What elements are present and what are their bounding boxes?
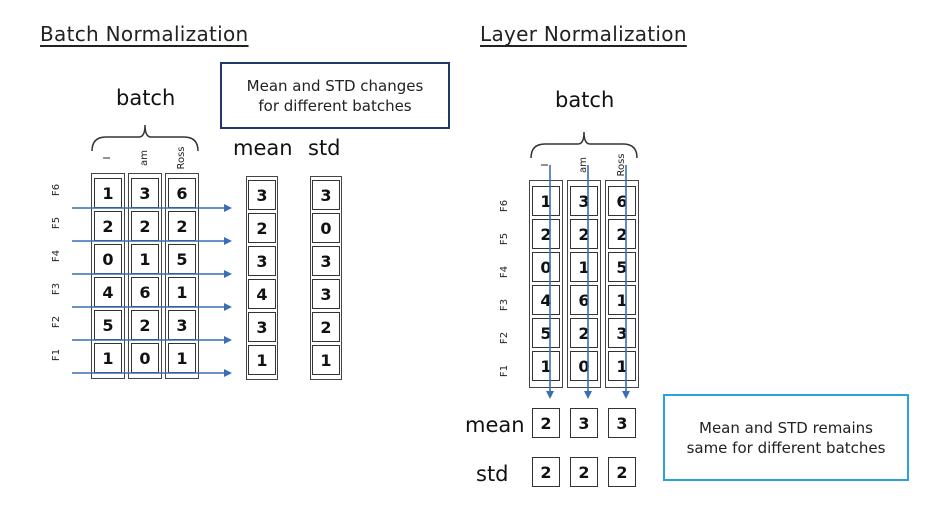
batch-norm-note-line2: for different batches — [258, 96, 412, 115]
layer-norm-note-line2: same for different batches — [686, 438, 886, 457]
ln-cell: 1 — [570, 252, 598, 282]
layer-norm-std-label: std — [476, 462, 509, 486]
ln-cell: 5 — [608, 252, 636, 282]
layer-norm-batch-label: batch — [555, 88, 615, 112]
ln-column-label: Ross — [616, 153, 627, 177]
bn-column-label: am — [139, 150, 150, 166]
ln-std-cell: 2 — [532, 457, 560, 487]
bn-cell: 5 — [94, 310, 122, 340]
ln-cell: 2 — [570, 318, 598, 348]
bn-arrow-head — [224, 336, 232, 344]
layer-norm-mean-label: mean — [465, 413, 525, 437]
ln-column-label: am — [578, 157, 589, 173]
bn-cell: 0 — [94, 244, 122, 274]
bn-mean-cell: 4 — [248, 279, 276, 309]
batch-norm-batch-label: batch — [116, 86, 176, 110]
bn-mean-cell: 1 — [248, 345, 276, 375]
bn-arrow-head — [224, 270, 232, 278]
bn-column-label: I — [102, 156, 113, 160]
layer-norm-note: Mean and STD remains same for different … — [663, 394, 909, 481]
bn-arrow-head — [224, 237, 232, 245]
ln-cell: 1 — [532, 351, 560, 381]
bn-column-label: Ross — [176, 146, 187, 170]
ln-cell: 3 — [608, 318, 636, 348]
bn-mean-cell: 3 — [248, 312, 276, 342]
bn-cell: 5 — [168, 244, 196, 274]
ln-mean-cell: 2 — [532, 408, 560, 438]
bn-cell: 2 — [131, 211, 159, 241]
ln-cell: 1 — [608, 285, 636, 315]
bn-mean-cell: 2 — [248, 213, 276, 243]
ln-cell: 6 — [608, 186, 636, 216]
bn-mean-cell: 3 — [248, 246, 276, 276]
bn-cell: 1 — [94, 343, 122, 373]
bn-arrow-head — [224, 204, 232, 212]
ln-cell: 2 — [608, 219, 636, 249]
batch-norm-mean-label: mean — [233, 136, 293, 160]
bn-cell: 1 — [168, 277, 196, 307]
ln-cell: 5 — [532, 318, 560, 348]
ln-cell: 1 — [532, 186, 560, 216]
batch-norm-title: Batch Normalization — [40, 22, 249, 46]
ln-cell: 2 — [570, 219, 598, 249]
ln-cell: 6 — [570, 285, 598, 315]
ln-mean-cell: 3 — [570, 408, 598, 438]
ln-arrow-head — [546, 391, 554, 399]
ln-cell: 0 — [570, 351, 598, 381]
ln-cell: 4 — [532, 285, 560, 315]
bn-std-cell: 3 — [312, 246, 340, 276]
ln-cell: 0 — [532, 252, 560, 282]
ln-arrow-head — [622, 391, 630, 399]
bn-std-cell: 1 — [312, 345, 340, 375]
bn-std-cell: 0 — [312, 213, 340, 243]
bn-cell: 6 — [168, 178, 196, 208]
bn-mean-cell: 3 — [248, 180, 276, 210]
ln-std-cell: 2 — [608, 457, 636, 487]
bn-std-cell: 3 — [312, 279, 340, 309]
ln-mean-cell: 3 — [608, 408, 636, 438]
bn-cell: 2 — [168, 211, 196, 241]
ln-cell: 3 — [570, 186, 598, 216]
bn-arrow-head — [224, 369, 232, 377]
ln-std-cell: 2 — [570, 457, 598, 487]
bn-cell: 3 — [168, 310, 196, 340]
batch-norm-std-label: std — [308, 136, 341, 160]
layer-norm-note-line1: Mean and STD remains — [699, 418, 873, 437]
bn-cell: 1 — [94, 178, 122, 208]
bn-cell: 1 — [168, 343, 196, 373]
bn-arrow-head — [224, 303, 232, 311]
bn-cell: 6 — [131, 277, 159, 307]
ln-cell: 2 — [532, 219, 560, 249]
ln-row-label: F1 — [499, 364, 510, 378]
ln-cell: 1 — [608, 351, 636, 381]
bn-cell: 4 — [94, 277, 122, 307]
bn-cell: 3 — [131, 178, 159, 208]
layer-norm-title: Layer Normalization — [480, 22, 687, 46]
ln-column-label: I — [540, 163, 551, 167]
bn-std-cell: 3 — [312, 180, 340, 210]
batch-norm-note-line1: Mean and STD changes — [246, 76, 424, 95]
bn-cell: 0 — [131, 343, 159, 373]
batch-norm-note: Mean and STD changes for different batch… — [220, 62, 450, 129]
bn-cell: 1 — [131, 244, 159, 274]
bn-std-cell: 2 — [312, 312, 340, 342]
bn-cell: 2 — [94, 211, 122, 241]
bn-row-label: F1 — [51, 348, 62, 362]
bn-cell: 2 — [131, 310, 159, 340]
ln-arrow-head — [584, 391, 592, 399]
